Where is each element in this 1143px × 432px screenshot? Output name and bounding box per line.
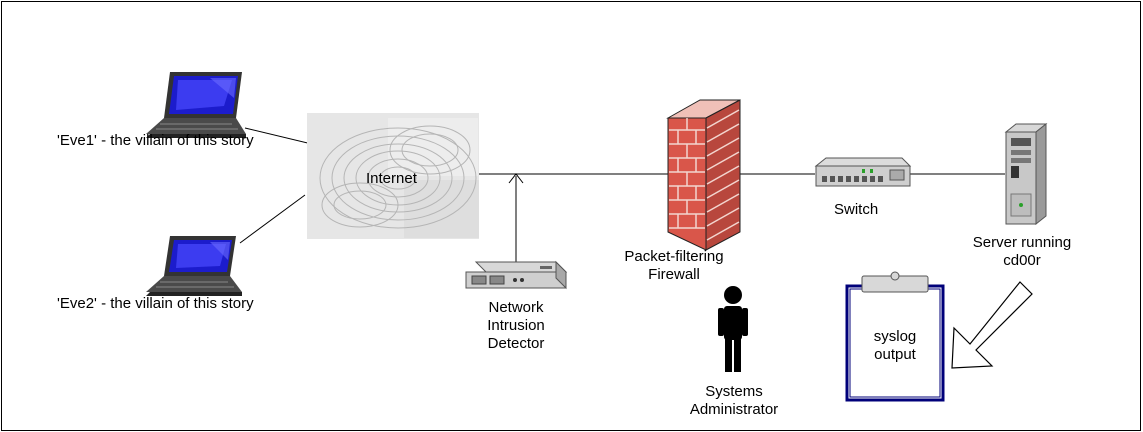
firewall-icon [666, 99, 741, 251]
server-label: Server running cd00r [960, 234, 1084, 270]
internet-cloud-icon [307, 113, 479, 239]
laptop-eve1-icon [146, 72, 246, 138]
syslog-label: syslog output [855, 328, 935, 364]
admin-line-2: Administrator [689, 401, 779, 418]
laptop-eve2-icon [146, 236, 242, 296]
syslog-line-1: syslog [873, 328, 917, 345]
intrusion-detector-line-3: Detector [487, 335, 545, 352]
intrusion-detector-line-1: Network [488, 299, 544, 316]
firewall-label: Packet-filtering Firewall [606, 248, 742, 284]
switch-icon [814, 157, 912, 187]
intrusion-detector-label: Network Intrusion Detector [476, 299, 556, 353]
firewall-line-2: Firewall [648, 266, 700, 283]
nid-arrowhead [508, 173, 524, 184]
firewall-line-1: Packet-filtering [624, 248, 724, 265]
syslog-arrow-icon [951, 281, 1033, 369]
admin-line-1: Systems [705, 383, 763, 400]
eve2-label: 'Eve2' - the villain of this story [57, 295, 254, 312]
server-line-2: cd00r [1003, 252, 1041, 269]
server-line-1: Server running [972, 234, 1072, 251]
server-icon [1004, 122, 1048, 226]
eve2-internet-link [239, 194, 306, 244]
intrusion-detector-line-2: Intrusion [487, 317, 545, 334]
person-icon [718, 286, 748, 372]
eve1-label: 'Eve1' - the villain of this story [57, 132, 254, 149]
syslog-line-2: output [874, 346, 916, 363]
clipboard-icon [845, 271, 945, 402]
admin-label: Systems Administrator [684, 383, 784, 419]
intrusion-detector-icon [465, 260, 568, 290]
switch-label: Switch [834, 201, 879, 218]
internet-label: Internet [366, 170, 417, 187]
